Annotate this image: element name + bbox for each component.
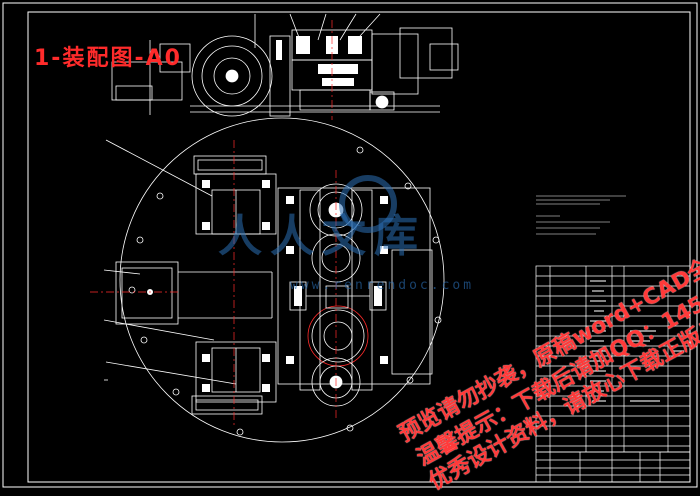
watermark-url: www.renrendoc.com [290,278,475,293]
watermark-brand: 人人文库 [218,211,426,262]
hatched-parts [276,36,362,86]
plan-bolts [147,180,388,392]
side-elevation-view [111,13,459,117]
outer-frame [2,2,698,488]
bom-entries [590,280,684,402]
plan-centerlines [90,140,337,426]
bill-of-materials [535,265,691,453]
title-block [535,451,691,483]
inner-frame [27,11,691,483]
drawing-title: 1-装配图-A0 [34,46,182,71]
watermark-logo-icon [339,175,397,233]
technical-notes [536,195,626,235]
